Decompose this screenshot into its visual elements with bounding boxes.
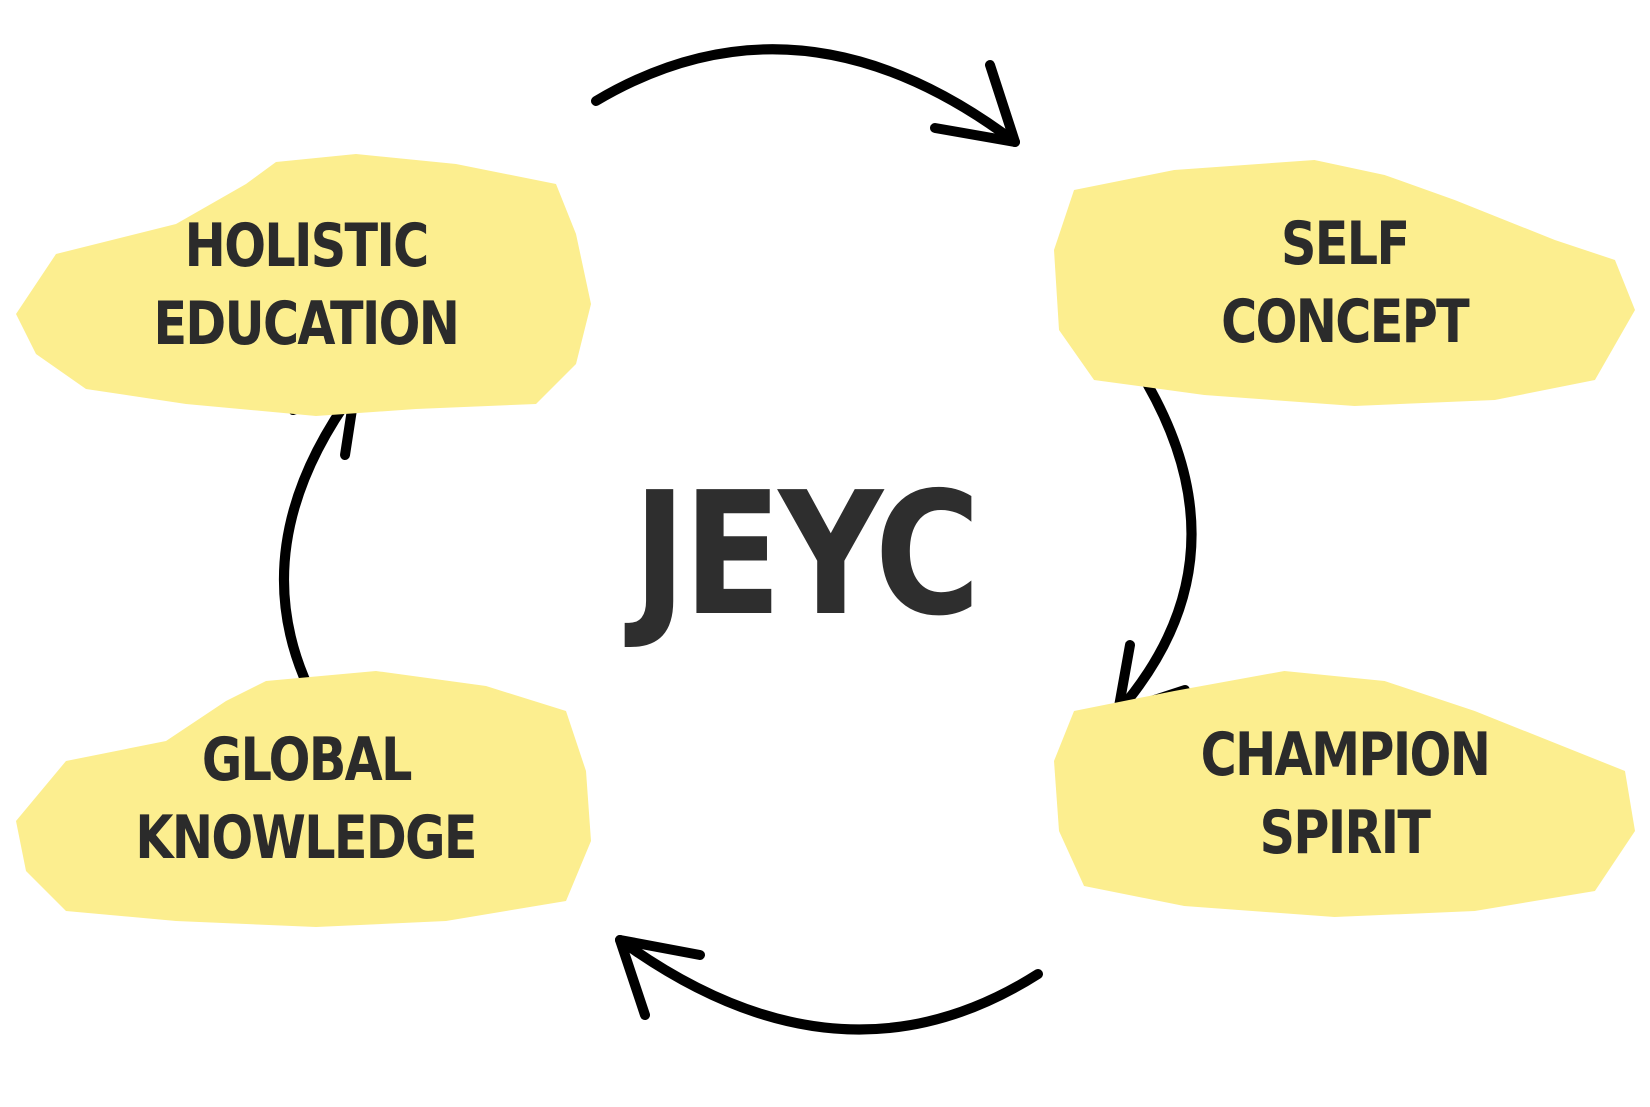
node-holistic-education: HOLISTIC EDUCATION: [16, 154, 596, 416]
node-label-line1: HOLISTIC: [184, 211, 430, 281]
arrow-left: [279, 385, 360, 724]
node-label-line2: CONCEPT: [1221, 287, 1470, 357]
arrow-right: [1113, 375, 1197, 717]
node-label-line1: GLOBAL: [201, 725, 413, 795]
node-champion-spirit: CHAMPION SPIRIT: [1054, 671, 1635, 917]
node-label-line2: KNOWLEDGE: [135, 803, 478, 873]
node-label-line2: SPIRIT: [1259, 798, 1431, 868]
node-label-line2: EDUCATION: [153, 289, 461, 359]
node-self-concept: SELF CONCEPT: [1054, 160, 1635, 406]
arrow-top: [591, 44, 1020, 147]
center-title: JEYC: [632, 456, 981, 654]
node-global-knowledge: GLOBAL KNOWLEDGE: [16, 671, 596, 927]
node-label-line1: CHAMPION: [1200, 720, 1490, 790]
arrow-bottom: [615, 935, 1043, 1035]
node-label-line1: SELF: [1280, 209, 1410, 279]
